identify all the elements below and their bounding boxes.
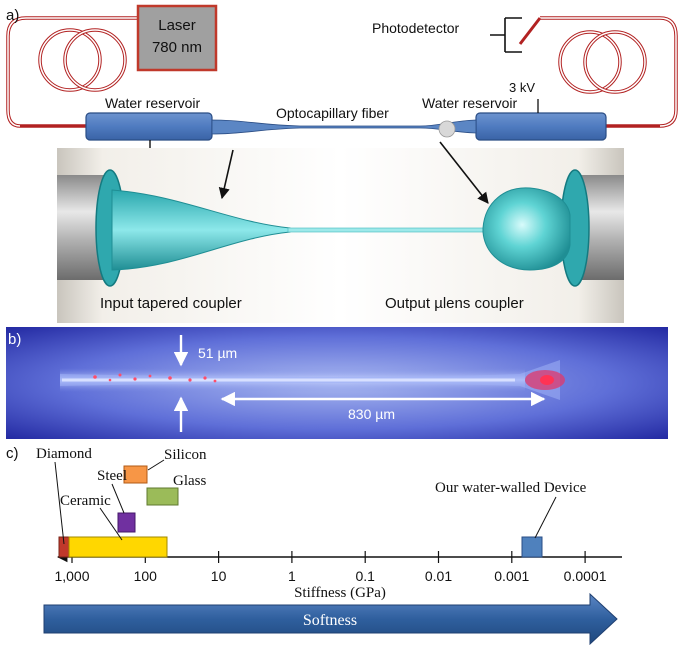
- output-coupler-label: Output µlens coupler: [385, 295, 524, 312]
- axis-tick-labels: 1,000 100 10 1 0.1 0.01 0.001 0.0001: [54, 568, 606, 584]
- leader-diamond: [54, 461, 65, 545]
- reservoir-left-label: Water reservoir: [105, 95, 201, 111]
- leader-steel: [111, 483, 125, 514]
- photodetector-icon: [490, 17, 522, 53]
- right-mount-icon: [560, 169, 624, 287]
- material-bar-silicon: [123, 465, 148, 484]
- electrode-contact: [438, 120, 456, 138]
- reservoir-right: [475, 112, 607, 141]
- material-label-silicon: Silicon: [164, 447, 207, 463]
- panel-label-a: a): [6, 7, 19, 24]
- fiber-loop-left: [6, 16, 150, 128]
- fiber-label: Optocapillary fiber: [276, 105, 389, 121]
- material-label-ceramic: Ceramic: [60, 493, 111, 509]
- output-lens-icon: [482, 187, 571, 271]
- axis-label: Stiffness (GPa): [294, 585, 386, 601]
- axis-tick-label: 0.1: [355, 568, 375, 584]
- photodetector-label: Photodetector: [372, 20, 460, 36]
- leader-device: [534, 496, 557, 539]
- axis-tick-label: 10: [211, 568, 227, 584]
- material-bar-ceramic: [68, 536, 168, 558]
- material-label-steel: Steel: [97, 468, 127, 484]
- leader-ceramic: [99, 507, 123, 541]
- arrow-output: [439, 141, 489, 204]
- laser-wavelength: 780 nm: [152, 39, 202, 56]
- length-label: 830 µm: [348, 406, 395, 422]
- axis-tick-label: 0.001: [494, 568, 529, 584]
- fiber-loop-right: [518, 16, 678, 128]
- material-label-device: Our water-walled Device: [435, 480, 587, 496]
- leader-silicon: [147, 459, 165, 471]
- axis-tick-label: 100: [134, 568, 158, 584]
- diameter-label: 51 µm: [198, 345, 237, 361]
- softness-label: Softness: [303, 612, 357, 629]
- reservoir-left: [85, 112, 213, 141]
- red-scatter-icon: [93, 373, 217, 383]
- axis-tick-label: 1,000: [54, 568, 89, 584]
- axis-tick-label: 0.01: [425, 568, 452, 584]
- laser-box: [136, 4, 218, 72]
- panel-label-b: b): [8, 331, 21, 348]
- axis-tick-label: 1: [288, 568, 296, 584]
- material-bar-steel: [117, 512, 136, 533]
- material-bar-device: [521, 536, 543, 558]
- laser-label: Laser: [158, 17, 196, 34]
- axis-tick-label: 0.0001: [564, 568, 607, 584]
- arrow-input: [218, 149, 234, 200]
- material-label-glass: Glass: [173, 473, 206, 489]
- capillary-photo: [287, 227, 484, 233]
- voltage-label: 3 kV: [509, 80, 535, 95]
- softness-arrow: [43, 592, 618, 645]
- input-coupler-label: Input tapered coupler: [100, 295, 242, 312]
- red-output-core: [540, 375, 554, 385]
- optocapillary-fiber: [211, 119, 477, 135]
- material-label-diamond: Diamond: [36, 446, 92, 462]
- material-bar-glass: [146, 487, 179, 506]
- panel-label-c: c): [6, 445, 19, 462]
- reservoir-right-label: Water reservoir: [422, 95, 518, 111]
